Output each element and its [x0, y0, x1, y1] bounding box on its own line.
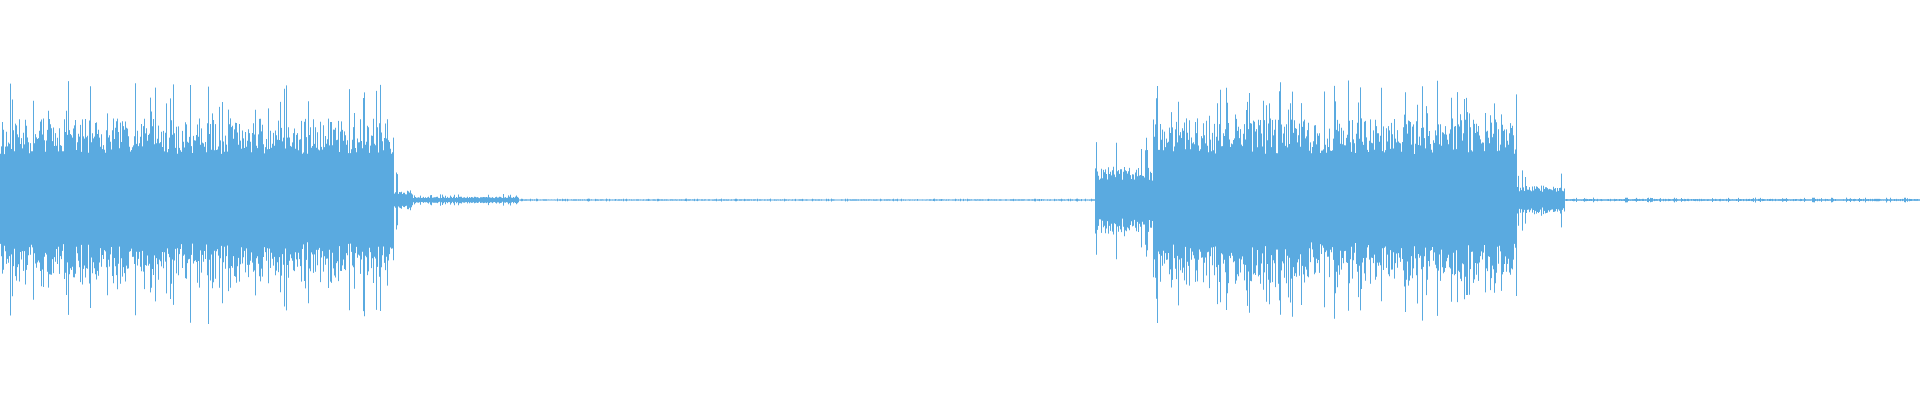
waveform-trace — [0, 80, 1920, 324]
waveform-samples — [0, 80, 1920, 324]
